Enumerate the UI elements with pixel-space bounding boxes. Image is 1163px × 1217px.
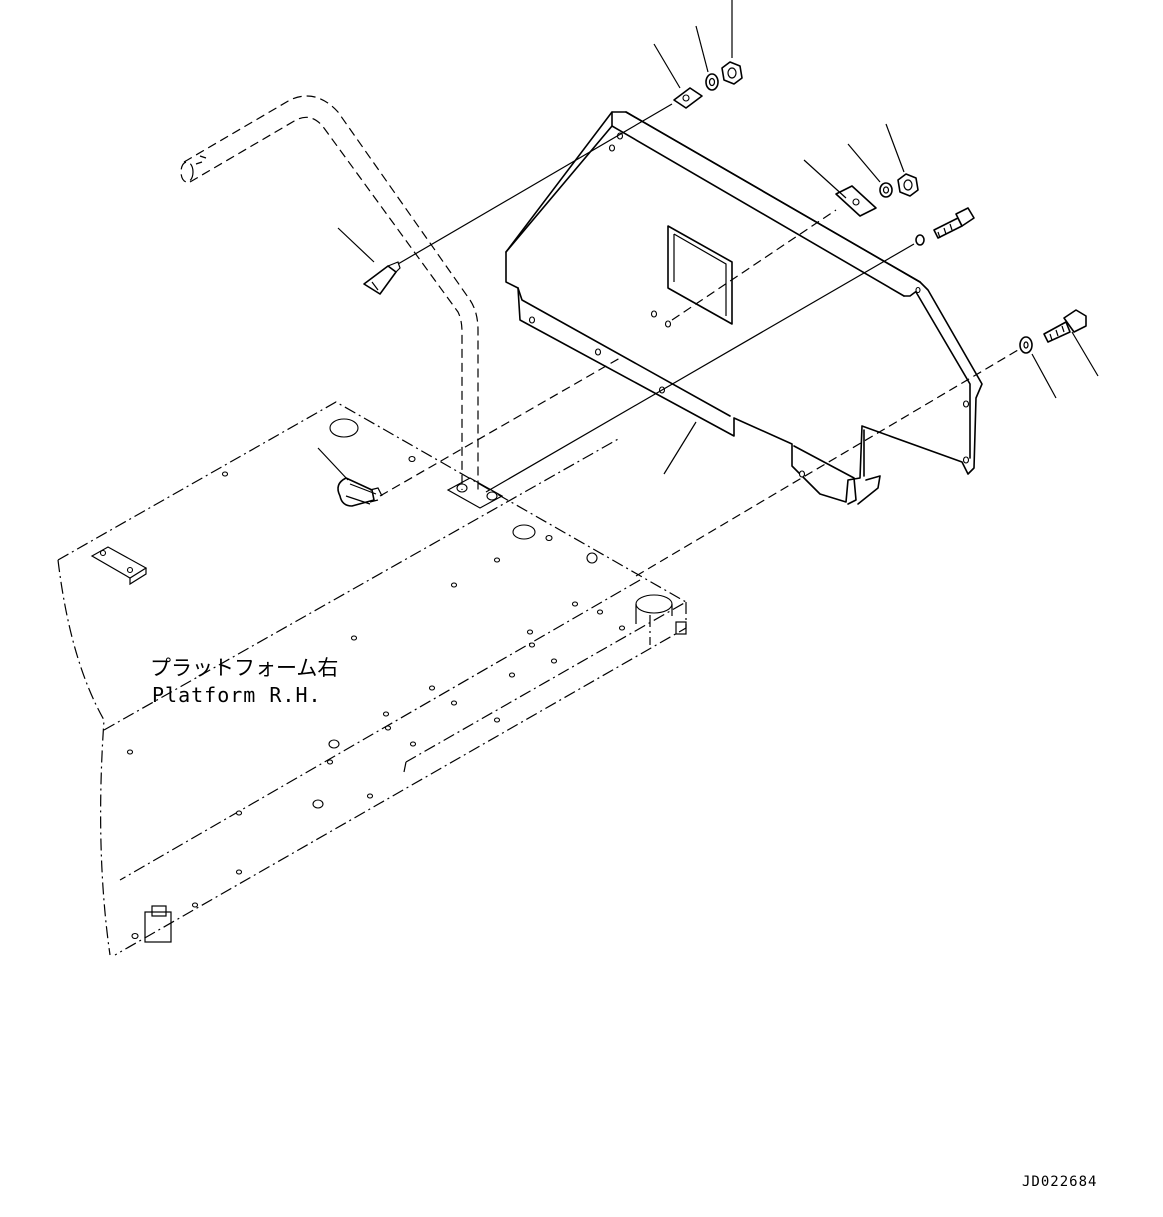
hand-rail-outline <box>180 95 479 490</box>
alignment-lines <box>379 103 1019 577</box>
fastener-parts <box>337 61 1087 507</box>
rail-base-plate <box>446 477 504 509</box>
drawing-code: JD022684 <box>1022 1174 1097 1190</box>
side-cover-panel <box>505 111 983 505</box>
platform-label-en: Platform R.H. <box>152 683 322 707</box>
platform-label-jp: プラットフォーム右 <box>150 656 338 680</box>
leader-lines <box>317 0 1099 481</box>
platform-rh-outline <box>57 401 688 956</box>
